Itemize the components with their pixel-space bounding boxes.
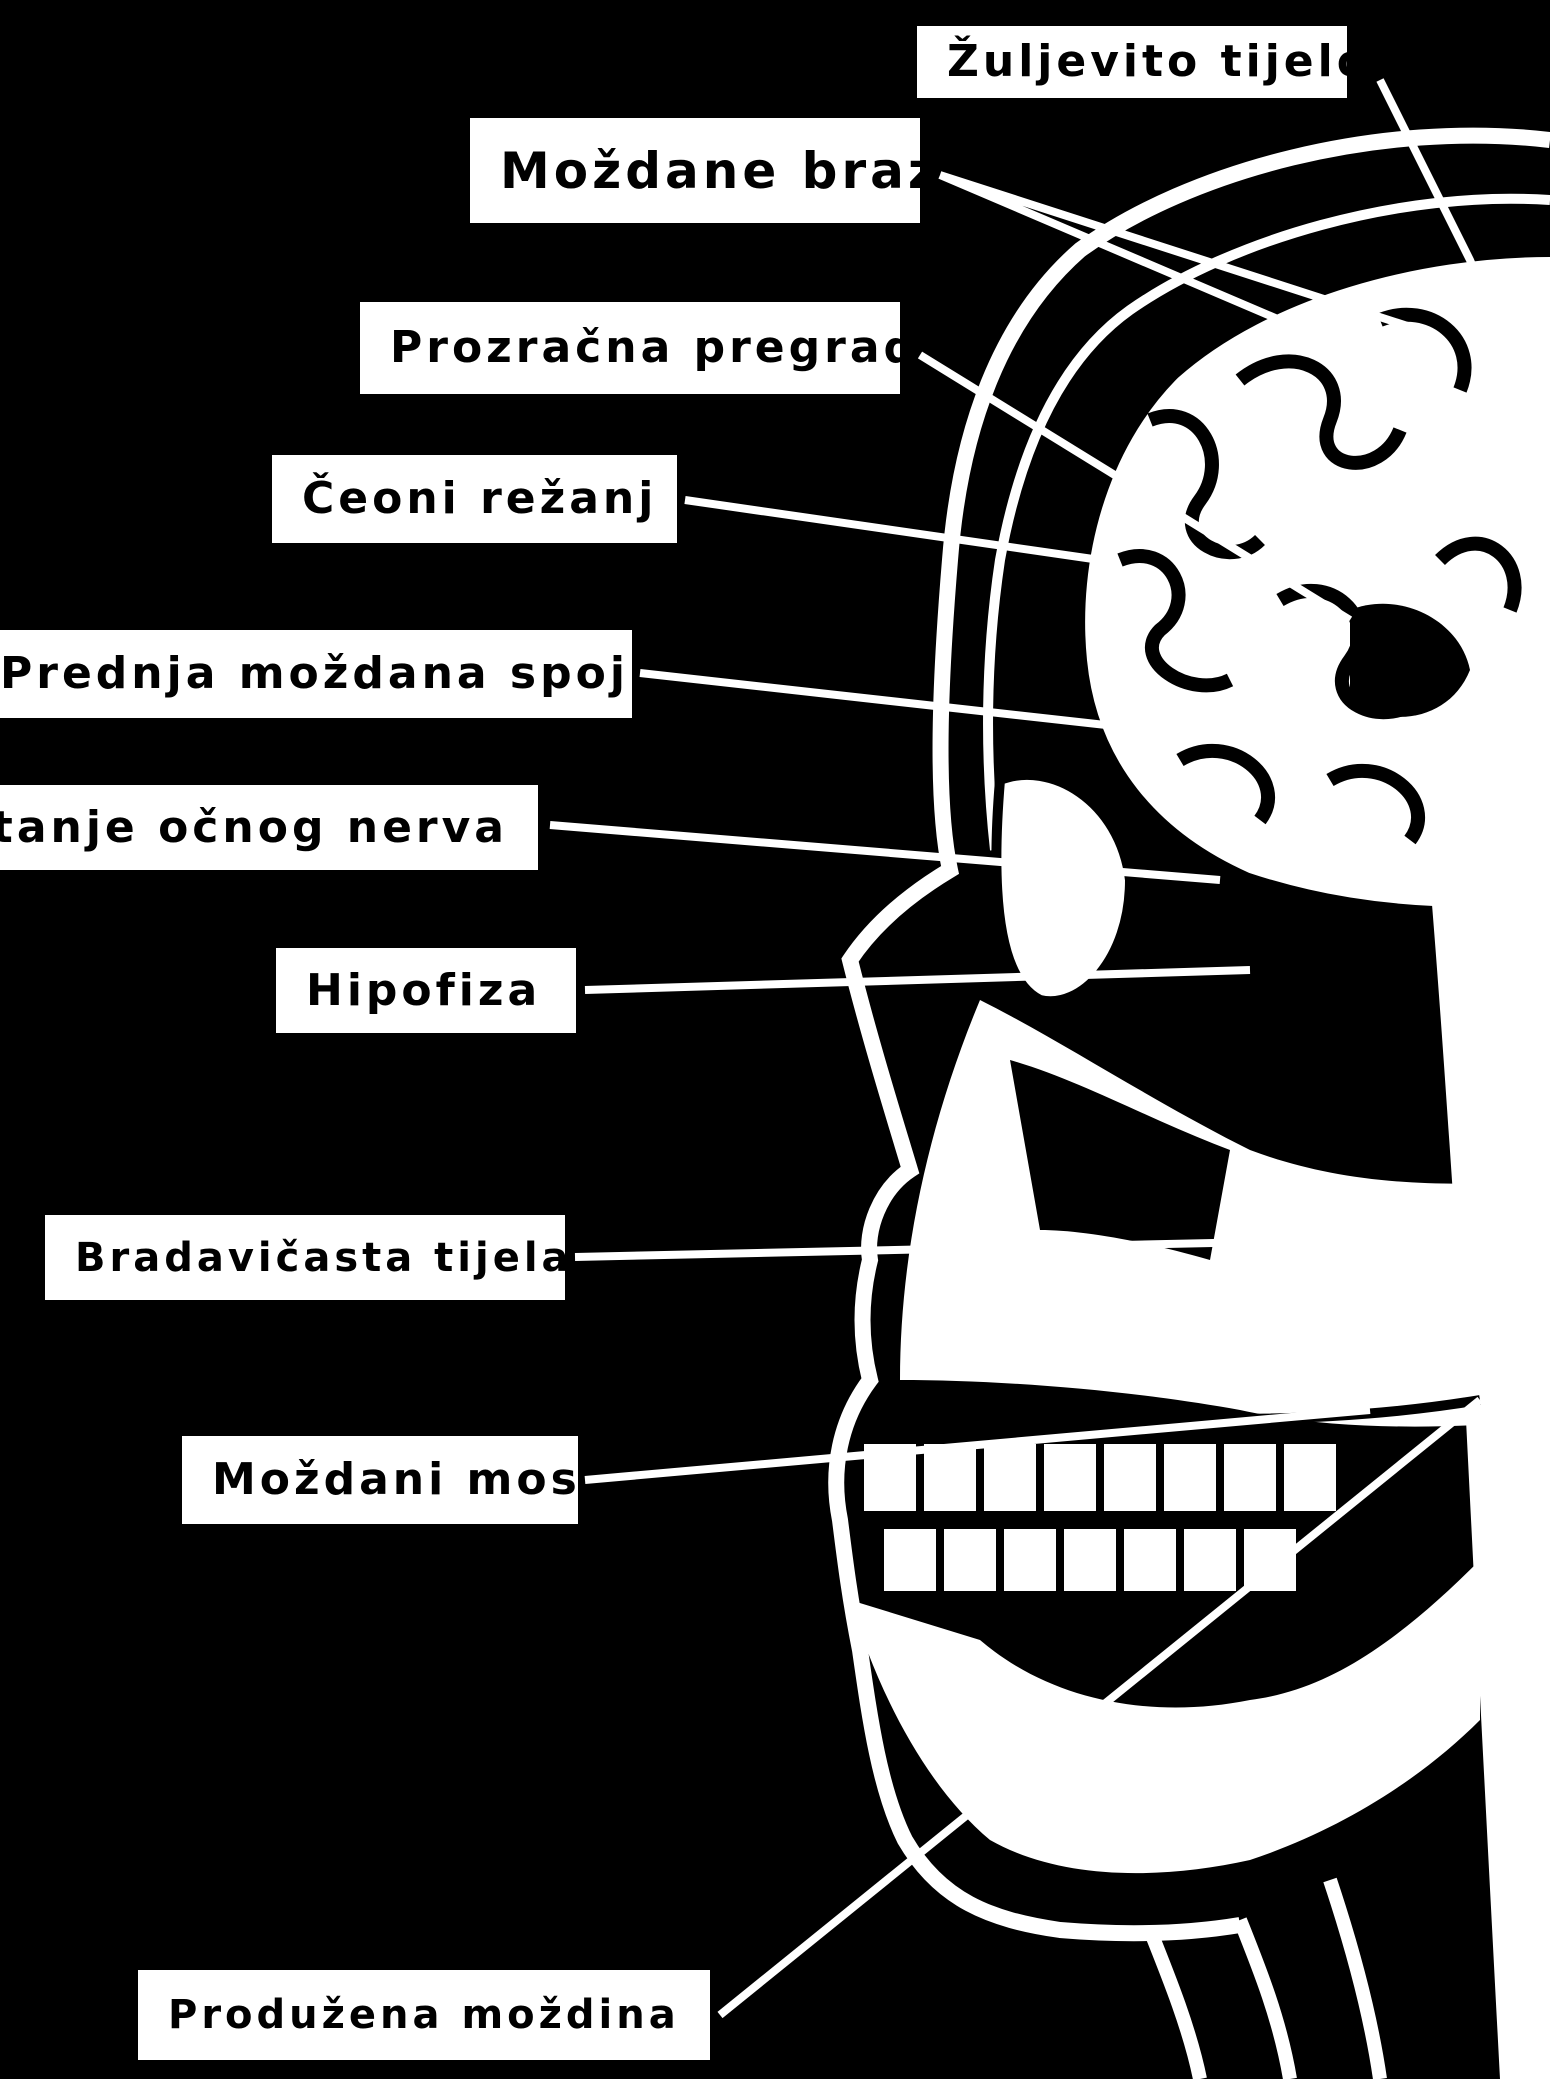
mandible	[850, 1560, 1480, 1873]
label-prednja-mozdana-spojnica: Prednja moždana spojnica	[0, 630, 632, 718]
label-mozdani-most: Moždani most	[182, 1436, 578, 1524]
brain-region	[1088, 260, 1550, 904]
label-ceoni-reznj: Čeoni režanj	[272, 455, 677, 543]
label-prozracna-pregrada: Prozračna pregrada	[360, 302, 900, 394]
leader-line-hipofiza	[585, 970, 1250, 990]
orbit	[996, 775, 1130, 1001]
brain-stem	[1430, 880, 1550, 2079]
label-zuljevito-tijelo: Žuljevito tijelo	[917, 26, 1347, 98]
lower-teeth	[880, 1525, 1300, 1595]
leader-line-ceoni-reznj	[685, 500, 1100, 560]
label-bradavicasta-tijela: Bradavičasta tijela	[45, 1215, 565, 1300]
label-mozdane-brazde: Moždane brazde	[470, 118, 920, 223]
label-hipofiza: Hipofiza	[276, 948, 576, 1033]
label-produzena-mozdina: Produžena moždina	[138, 1970, 710, 2060]
label-ukrstanje-ocnog-nerva: Ukrštanje očnog nerva	[0, 785, 538, 870]
neck-structures	[1150, 1880, 1380, 2079]
